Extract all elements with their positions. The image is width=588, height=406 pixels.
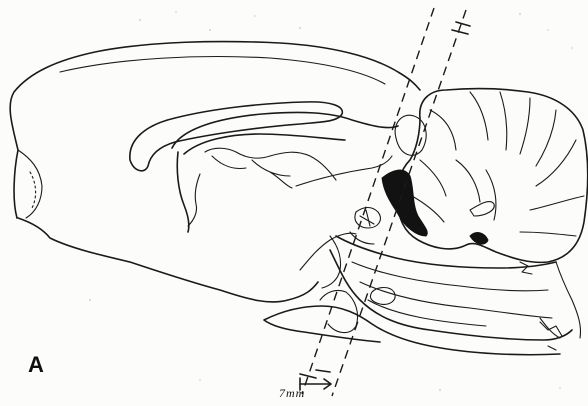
cerebellar-folia xyxy=(412,92,584,236)
inferior-colliculus xyxy=(395,115,426,155)
thalamus-contour xyxy=(205,148,336,180)
ventral-edge-detail xyxy=(520,262,562,350)
olfactory-bulb xyxy=(18,150,42,218)
cortex-inner-contour xyxy=(60,57,385,84)
panel-label: A xyxy=(28,352,44,378)
track-tick-top xyxy=(452,22,470,34)
scale-label: 7mm xyxy=(279,386,305,401)
cerebellar-white-matter xyxy=(470,202,494,216)
anterior-commissure xyxy=(188,174,200,226)
brainstem-outline xyxy=(330,236,572,340)
pons-nucleus xyxy=(370,288,395,305)
medulla-end xyxy=(540,262,581,338)
track-tick-bottom xyxy=(300,370,330,378)
pons xyxy=(264,306,560,355)
olfactory-bulb-inner xyxy=(30,172,36,208)
thalamic-nuclei xyxy=(212,156,292,188)
ventricle-shading-lower xyxy=(470,233,488,245)
hypothalamus-contour xyxy=(300,233,356,270)
brain-outline xyxy=(10,42,420,302)
scan-speckle xyxy=(89,12,572,391)
